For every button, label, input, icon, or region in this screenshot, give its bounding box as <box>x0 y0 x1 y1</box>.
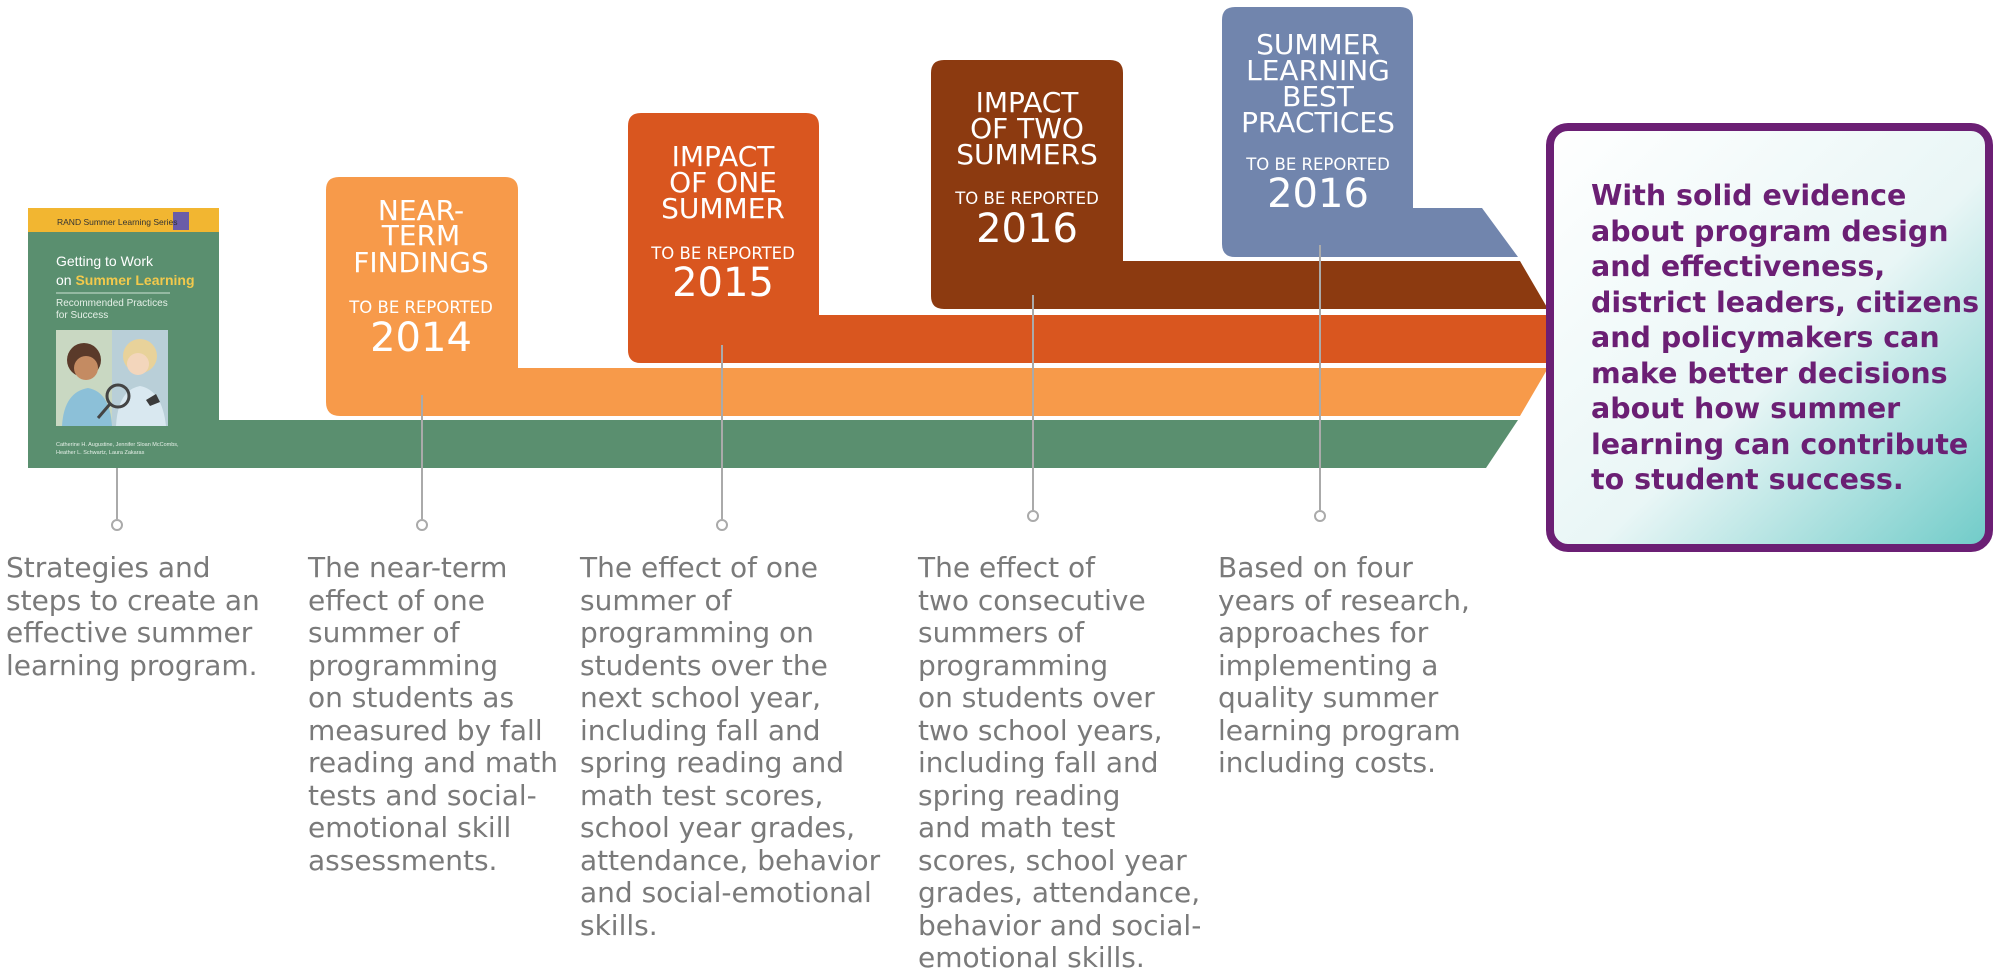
milestone-title-line: BEST <box>1282 80 1355 113</box>
reported-label: TO BE REPORTED <box>650 244 795 263</box>
cover-authors-line1: Catherine H. Augustine, Jennifer Sloan M… <box>56 442 179 448</box>
milestone-title-line: OF TWO <box>970 112 1084 145</box>
year-label: 2016 <box>1267 171 1369 217</box>
ribbon-orange <box>800 315 1566 363</box>
milestone-title-line: FINDINGS <box>353 246 489 279</box>
ribbon-slate <box>1380 208 1518 257</box>
milestone-title-line: OF ONE <box>669 166 777 199</box>
description-two-summers: The effect of two consecutive summers of… <box>918 551 1202 974</box>
milestone-title-line: LEARNING <box>1246 54 1390 87</box>
description-near-term: The near-term effect of one summer of pr… <box>308 551 558 877</box>
ribbon-light-orange <box>500 368 1548 416</box>
connector-dot-cover <box>111 519 123 531</box>
cover-series: RAND Summer Learning Series <box>57 217 177 227</box>
cover-authors-line2: Heather L. Schwartz, Laura Zakaras <box>56 450 145 456</box>
reported-label: TO BE REPORTED <box>348 298 493 317</box>
milestone-tab-best-practices <box>1222 7 1413 257</box>
milestone-title-line: NEAR- <box>378 194 464 227</box>
year-label: 2014 <box>370 315 472 361</box>
rand-logo-icon <box>173 212 189 230</box>
milestone-title-line: IMPACT <box>672 140 776 173</box>
book-cover: RAND Summer Learning Series Getting to W… <box>28 208 219 468</box>
connector-dot-2015 <box>716 519 728 531</box>
milestone-title-line: PRACTICES <box>1241 106 1395 139</box>
milestone-tab-near-term <box>326 177 518 416</box>
description-cover: Strategies and steps to create an effect… <box>6 551 260 682</box>
reported-label: TO BE REPORTED <box>954 189 1099 208</box>
year-label: 2016 <box>976 206 1078 252</box>
milestone-title-line: SUMMER <box>1256 28 1380 61</box>
ribbon-green <box>200 420 1518 468</box>
milestone-tab-two-summers <box>931 60 1123 309</box>
milestone-title-line: SUMMER <box>661 192 785 225</box>
milestone-title-line: IMPACT <box>976 86 1080 119</box>
description-best-practices: Based on four years of research, approac… <box>1218 551 1470 779</box>
year-label: 2015 <box>672 260 774 306</box>
ribbon-brown <box>1100 261 1548 309</box>
connector-dot-2014 <box>416 519 428 531</box>
children-with-magnifier-photo-icon <box>56 330 168 426</box>
milestone-title-line: TERM <box>381 219 460 252</box>
cover-subtitle-line1: Recommended Practices <box>56 298 168 309</box>
cover-title-line1: Getting to Work <box>56 253 154 269</box>
milestone-tab-one-summer <box>628 113 819 363</box>
reported-label: TO BE REPORTED <box>1245 155 1390 174</box>
cover-title-line2: on Summer Learning <box>56 272 195 288</box>
conclusion-text: With solid evidence about program design… <box>1591 179 1980 496</box>
cover-subtitle-line2: for Success <box>56 310 108 321</box>
description-one-summer: The effect of one summer of programming … <box>580 551 881 942</box>
milestone-title-line: SUMMERS <box>956 138 1098 171</box>
connector-dot-2016b <box>1314 510 1326 522</box>
connector-dot-2016a <box>1027 510 1039 522</box>
conclusion-box <box>1546 123 1993 552</box>
